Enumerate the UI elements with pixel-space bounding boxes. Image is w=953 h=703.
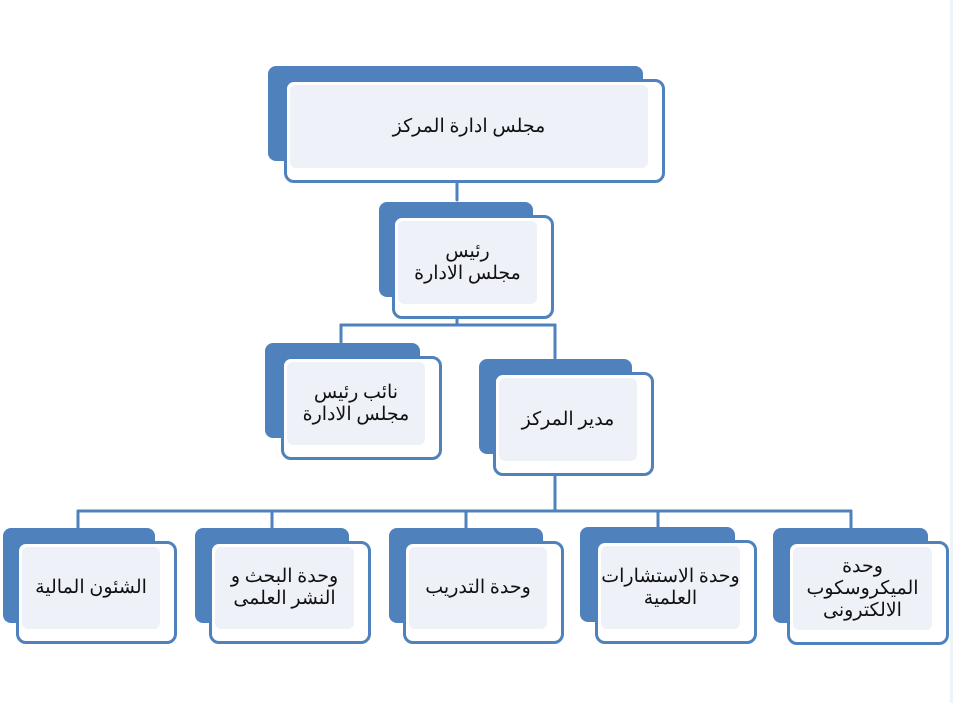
node-microscope: وحدة الميكروسكوب الالكترونى bbox=[773, 528, 949, 645]
node-chairman: رئيس مجلس الادارة bbox=[379, 202, 554, 319]
node-research: وحدة البحث و النشر العلمى bbox=[195, 528, 371, 644]
node-microscope-label: وحدة الميكروسكوب الالكترونى bbox=[806, 555, 919, 621]
node-consulting: وحدة الاستشارات العلمية bbox=[580, 527, 757, 644]
node-director-label: مدير المركز bbox=[521, 408, 615, 430]
node-vice-chairman: نائب رئيس مجلس الادارة bbox=[265, 343, 442, 460]
node-research-label: وحدة البحث و النشر العلمى bbox=[230, 566, 339, 609]
node-training-label: وحدة التدريب bbox=[425, 577, 531, 598]
node-chairman-label: رئيس مجلس الادارة bbox=[414, 240, 521, 284]
node-board-label: مجلس ادارة المركز bbox=[392, 115, 546, 137]
node-finance-label: الشئون المالية bbox=[35, 577, 147, 598]
node-director: مدير المركز bbox=[479, 359, 654, 476]
node-training: وحدة التدريب bbox=[389, 528, 564, 644]
node-vice-chairman-label: نائب رئيس مجلس الادارة bbox=[302, 381, 410, 425]
node-board: مجلس ادارة المركز bbox=[268, 66, 665, 183]
page-edge bbox=[950, 0, 953, 703]
node-consulting-label: وحدة الاستشارات العلمية bbox=[601, 565, 740, 609]
node-finance: الشئون المالية bbox=[3, 528, 177, 644]
